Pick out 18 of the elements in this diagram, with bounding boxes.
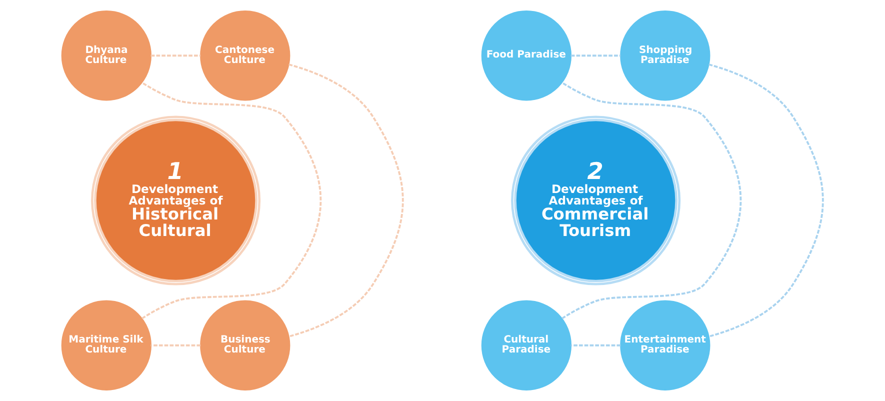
node-circle: Business Culture xyxy=(200,300,290,390)
node-circle: Entertainment Paradise xyxy=(620,300,710,390)
node-circle: Shopping Paradise xyxy=(620,10,710,101)
node-circle: Maritime Silk Culture xyxy=(61,300,152,390)
node-circle: Cultural Paradise xyxy=(481,300,572,390)
node-circle: Food Paradise xyxy=(481,10,572,101)
node-circle: Cantonese Culture xyxy=(200,10,290,101)
connector xyxy=(288,64,404,338)
connector xyxy=(570,54,621,57)
node-circle: 1 Development Advantages of Historical Cultural xyxy=(90,116,261,286)
connector xyxy=(150,54,201,57)
connector xyxy=(562,82,742,320)
node-circle: 2 Development Advantages of Commercial Tourism xyxy=(511,116,681,286)
connector xyxy=(570,344,621,346)
connector xyxy=(150,344,201,346)
node-circle: Dhyana Culture xyxy=(61,10,152,101)
connector xyxy=(142,82,322,320)
connector xyxy=(708,64,824,338)
